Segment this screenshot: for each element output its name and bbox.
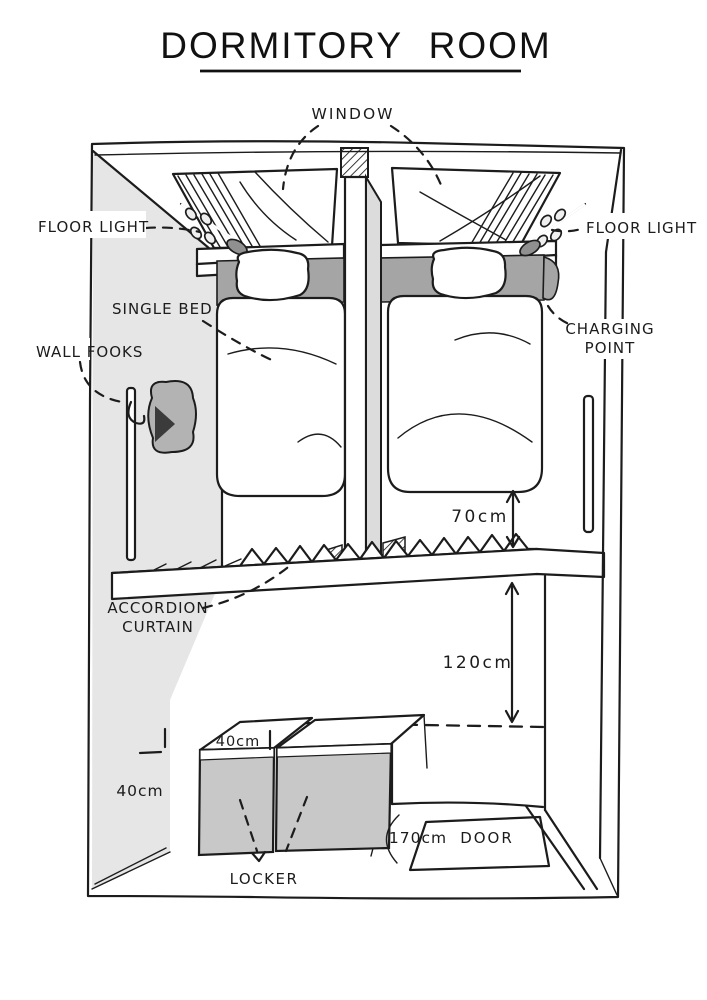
accordion-folds — [110, 532, 539, 575]
left-wall-shading — [92, 151, 222, 889]
measurement-70cm: 70cm — [451, 507, 509, 527]
label-wall-hooks: WALL FOOKS — [36, 343, 143, 361]
floor-light-left — [179, 202, 248, 256]
door — [370, 804, 599, 891]
label-backing — [580, 213, 686, 239]
window-divider-partition — [340, 147, 382, 566]
label-floor-light-left: FLOOR LIGHT — [38, 218, 149, 236]
label-backing — [570, 319, 652, 359]
room-frame — [86, 140, 626, 900]
arrow-120cm — [504, 581, 520, 724]
door-leaf — [524, 804, 599, 891]
label-door: DOOR — [460, 829, 514, 847]
single-bed-left — [215, 296, 347, 498]
measurement-40cm-depth: 40cm — [216, 734, 261, 750]
label-accordion-line2: CURTAIN — [122, 618, 194, 636]
measurement-40cm-height: 40cm — [116, 782, 163, 800]
wall-hooks — [125, 380, 197, 562]
label-backing — [30, 338, 90, 360]
label-window: WINDOW — [312, 105, 395, 123]
single-bed-right — [386, 294, 544, 494]
curtain-rail — [110, 547, 606, 601]
door-mat — [408, 815, 551, 872]
wall-rail-right — [582, 394, 595, 534]
accordion-curtain — [110, 532, 606, 601]
label-accordion-line1: ACCORDION — [107, 599, 208, 617]
window-curtain-right — [390, 166, 562, 248]
arc-170cm — [385, 814, 400, 864]
measurement-170cm: 170cm — [389, 829, 447, 847]
label-single-bed: SINGLE BED — [112, 300, 213, 318]
label-charging-point-line1: CHARGING — [565, 320, 654, 338]
charging-point-socket — [542, 255, 560, 301]
measurement-120cm: 120cm — [443, 653, 514, 673]
locker-front-left — [197, 746, 276, 857]
lockers — [138, 713, 547, 863]
label-locker: LOCKER — [230, 870, 299, 888]
leader-lines — [78, 124, 583, 610]
left-wall-floor-edge — [91, 847, 171, 890]
label-floor-light-right: FLOOR LIGHT — [586, 219, 697, 237]
lamp-base — [519, 239, 541, 257]
arrow-70cm — [505, 489, 521, 549]
page-title: DORMITORY ROOM — [160, 25, 551, 66]
floor-light-right — [519, 202, 587, 257]
label-charging-point-line2: POINT — [585, 339, 636, 357]
pillow-left — [235, 248, 310, 302]
label-backing — [30, 211, 146, 238]
pillow-right — [430, 246, 507, 300]
